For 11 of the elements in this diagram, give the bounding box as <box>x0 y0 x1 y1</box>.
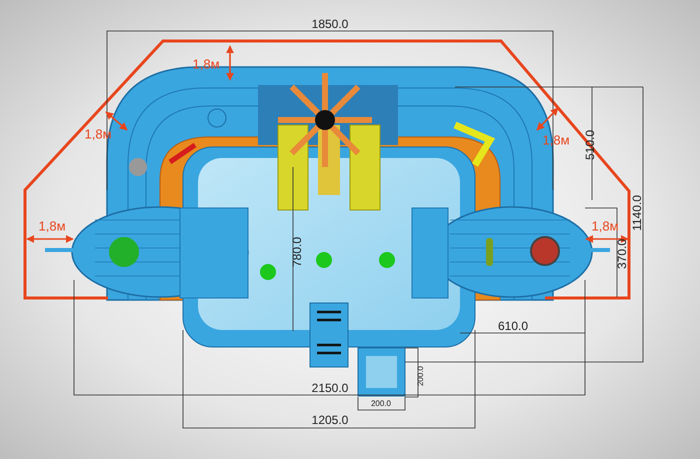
dimension-label: 780.0 <box>291 236 303 270</box>
dimension-label: 610.0 <box>496 320 530 332</box>
dimension-label: 200.0 <box>370 400 392 408</box>
dimension-label: 510.0 <box>584 128 596 162</box>
dimension-label: 1205.0 <box>310 414 350 426</box>
dimension-label: 1850.0 <box>310 18 350 30</box>
dimension-label: 1140.0 <box>631 194 643 233</box>
dimension-label: 200.0 <box>417 366 425 386</box>
dimension-label: 2150.0 <box>310 382 350 394</box>
dimension-label: 370.0 <box>616 238 628 272</box>
dimension-label: 1,8м <box>38 220 66 232</box>
